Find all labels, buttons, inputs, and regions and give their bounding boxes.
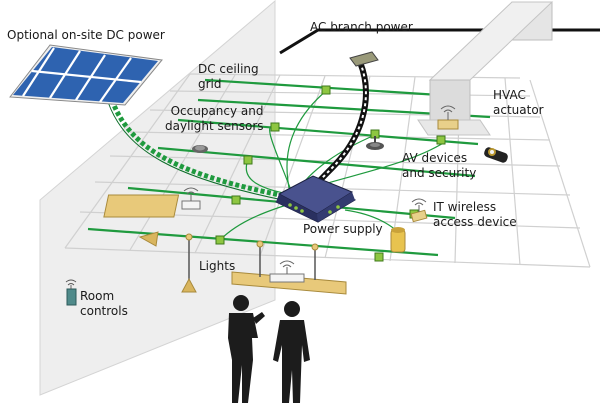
daylight-sensor-icon (366, 136, 384, 150)
people-silhouette-icon (228, 295, 310, 403)
it-label: IT wireless access device (433, 200, 517, 229)
av-label: AV devices and security (402, 151, 477, 180)
power-supply-icon (274, 175, 357, 223)
hvac-duct-icon (417, 1, 554, 136)
light-fixture-icon (390, 227, 406, 253)
room-control-panel-icon (65, 279, 77, 306)
occupancy-sensor-icon (192, 145, 208, 153)
solar-feed-line (109, 99, 286, 199)
dc-power-label: Optional on-site DC power (7, 28, 165, 42)
room-controls-label: Room controls (80, 289, 128, 318)
power-supply-label: Power supply (303, 222, 383, 236)
lights-label: Lights (199, 259, 236, 273)
wireless-access-point-icon (410, 198, 428, 223)
light-fixture-icon (181, 233, 197, 293)
hvac-label: HVAC actuator (493, 88, 544, 117)
sensors-label: Occupancy and daylight sensors (165, 104, 264, 133)
light-fixture-icon (231, 240, 347, 295)
light-fixture-icon (103, 187, 201, 218)
solar-panel-icon (9, 44, 163, 106)
ac-junction-box (349, 51, 379, 67)
light-fixture-icon (138, 231, 159, 247)
camera-icon (484, 147, 508, 163)
dc-grid-label: DC ceiling grid (198, 62, 259, 91)
ac-power-label: AC branch power (310, 20, 413, 34)
